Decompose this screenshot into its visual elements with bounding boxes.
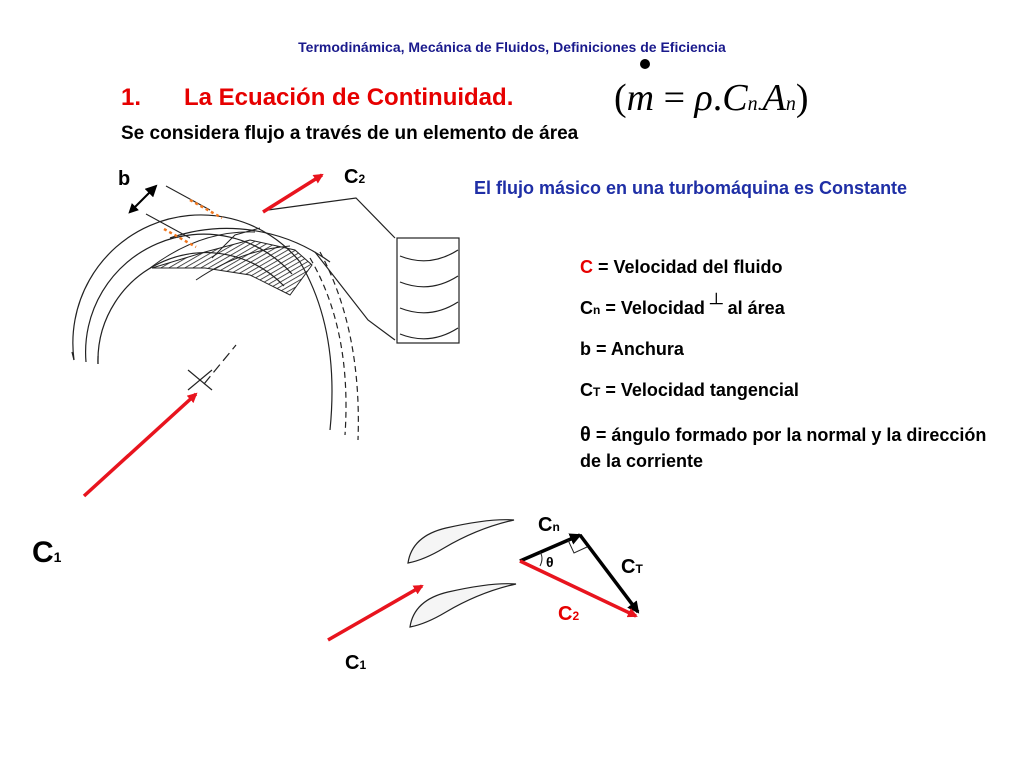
formula-velocity-subscript: n. [747,93,763,115]
mass-flow-dot-symbol [640,59,650,69]
definition-theta-symbol: θ [580,424,591,446]
guide-line-lower [163,227,197,249]
definition-theta-text: = ángulo formado por la normal y la dire… [580,425,987,471]
c2-velocity-arrow [262,173,324,214]
formula-dot: . [712,77,723,119]
guide-line-upper [189,198,223,220]
definition-cn-text-before: = Velocidad [600,298,710,318]
definition-cn-subscript: n [593,303,601,317]
definition-ct: CT = Velocidad tangencial [580,380,799,401]
center-cross [187,344,237,391]
slide-header: Termodinámica, Mecánica de Fluidos, Defi… [298,39,726,55]
definition-ct-subscript: T [593,385,601,399]
definition-c: C = Velocidad del fluido [580,257,783,278]
ring-arcs [71,214,359,441]
section-number: 1. [121,84,142,111]
definition-cn: Cn = Velocidad ┴ al área [580,293,785,319]
definition-cn-text-after: al área [722,298,785,318]
formula-mass-flow: m [626,77,655,119]
continuity-formula: (m = ρ.Cn.An) [614,76,809,120]
formula-density: ρ [694,77,713,119]
blade-hatching [151,239,313,296]
label-c2-top: C2 [344,166,366,188]
c1-inlet-arrow [327,584,424,642]
slide-subtitle: Se considera flujo a través de un elemen… [121,123,579,144]
section-title: La Ecuación de Continuidad. [184,84,514,111]
formula-equals: = [654,77,695,119]
label-c1-big: C1 [32,536,62,569]
definition-theta: θ = ángulo formado por la normal y la di… [580,422,1000,474]
mass-flow-statement: El flujo másico en una turbomáquina es C… [474,178,908,198]
definition-ct-symbol: C [580,380,593,400]
definition-c-symbol: C [580,257,593,277]
perpendicular-symbol: ┴ [709,293,723,313]
formula-open-paren: ( [614,77,627,119]
c2-vector [519,559,638,618]
formula-close-paren: ) [795,77,809,119]
label-c1-bottom: C1 [345,652,367,674]
blade-cascade-box [267,197,460,344]
c1-velocity-arrow [82,392,198,498]
definition-ct-text: = Velocidad tangencial [600,380,799,400]
ct-vector [578,533,640,614]
formula-area: A [762,77,786,119]
formula-area-subscript: n [785,93,796,115]
definition-b: b = Anchura [580,339,684,359]
label-c2-bottom: C2 [558,603,580,625]
airfoil-profiles [407,519,517,628]
definition-cn-symbol: C [580,298,593,318]
label-b: b [118,168,131,190]
label-cn: Cn [538,514,560,536]
label-ct: CT [621,556,643,578]
width-b-arrow [128,184,158,214]
cn-vector [519,533,582,563]
formula-velocity: C [722,77,748,119]
definition-c-text: = Velocidad del fluido [593,257,783,277]
right-angle-mark [567,539,588,554]
theta-arc [539,551,543,567]
label-theta: θ [546,554,554,570]
